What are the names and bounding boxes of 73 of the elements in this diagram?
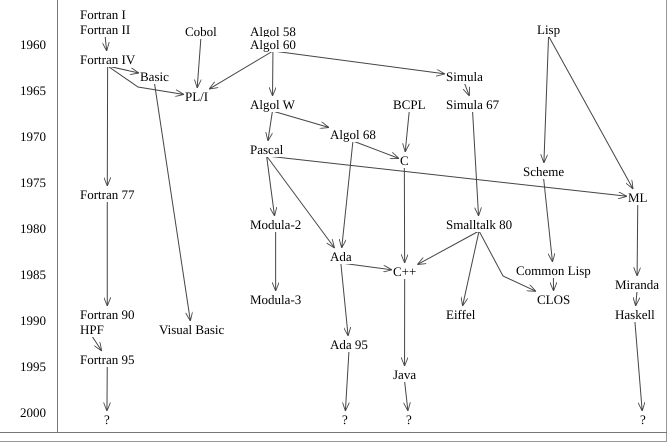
arrow (540, 36, 550, 164)
language-name: Eiffel (446, 307, 476, 322)
arrow (103, 366, 111, 412)
language-name: Simula (446, 69, 483, 84)
arrow (103, 200, 112, 306)
arrow (266, 156, 278, 216)
language-name: Fortran 95 (80, 352, 135, 367)
arrow (265, 110, 274, 142)
arrow (272, 230, 280, 292)
language-name: Smalltalk 80 (446, 217, 512, 232)
language-name: BCPL (393, 97, 426, 112)
arrow (634, 320, 646, 412)
arrow (154, 82, 193, 322)
arrow (342, 350, 350, 412)
arrow (107, 66, 184, 97)
language-name: CLOS (537, 292, 570, 307)
language-name: Visual Basic (159, 322, 224, 337)
arrow (403, 380, 411, 412)
language-name: Algol W (250, 97, 295, 112)
language-name: Basic (140, 69, 169, 84)
language-name: Miranda (615, 277, 660, 292)
arrow (550, 276, 558, 292)
year-label: 1970 (20, 130, 46, 144)
language-name: Ada (330, 249, 352, 264)
language-name: C++ (393, 264, 416, 279)
year-label: 1985 (20, 268, 46, 282)
language-name: Scheme (523, 164, 564, 179)
language-name: Algol 68 (330, 127, 376, 142)
arrow (402, 110, 410, 152)
arrow (462, 82, 470, 96)
arrow (416, 230, 480, 266)
arrow (472, 110, 482, 216)
arrow (340, 262, 352, 336)
year-label: 1990 (20, 314, 46, 328)
arrow (543, 178, 556, 262)
arrow (400, 166, 409, 264)
arrow (478, 230, 536, 292)
language-name: ? (406, 412, 412, 427)
language-name: ? (342, 412, 348, 427)
arrow (338, 140, 354, 248)
language-name: Haskell (615, 307, 655, 322)
arrow (103, 66, 112, 186)
language-name: Pascal (250, 142, 284, 157)
language-name: Algol 60 (250, 37, 296, 52)
arrow (548, 36, 634, 190)
arrow (633, 204, 642, 276)
arrow (208, 50, 274, 90)
year-label: 1965 (20, 84, 46, 98)
language-name: Cobol (185, 24, 217, 39)
arrow (102, 36, 110, 52)
language-name: ? (104, 412, 110, 427)
arrow (194, 38, 202, 88)
language-name: Lisp (537, 22, 560, 37)
language-name: Modula-3 (250, 292, 302, 307)
language-name: Ada 95 (330, 337, 368, 352)
arrow (91, 336, 102, 352)
arrow (268, 50, 277, 96)
arrow (266, 156, 336, 248)
language-name: Fortran 90 (80, 307, 135, 322)
year-label: 2000 (20, 406, 46, 420)
language-name: PL/I (185, 89, 208, 104)
language-name: Simula 67 (446, 97, 500, 112)
arrow (460, 230, 480, 306)
arrow (400, 278, 409, 366)
year-label: 1960 (20, 38, 46, 52)
language-name: ? (640, 412, 646, 427)
language-name: C (400, 153, 409, 168)
year-label: 1980 (20, 222, 46, 236)
arrow (632, 290, 640, 306)
language-name: Modula-2 (250, 217, 302, 232)
year-label: 1995 (20, 360, 46, 374)
year-label: 1975 (20, 176, 46, 190)
language-name: Common Lisp (516, 263, 591, 278)
